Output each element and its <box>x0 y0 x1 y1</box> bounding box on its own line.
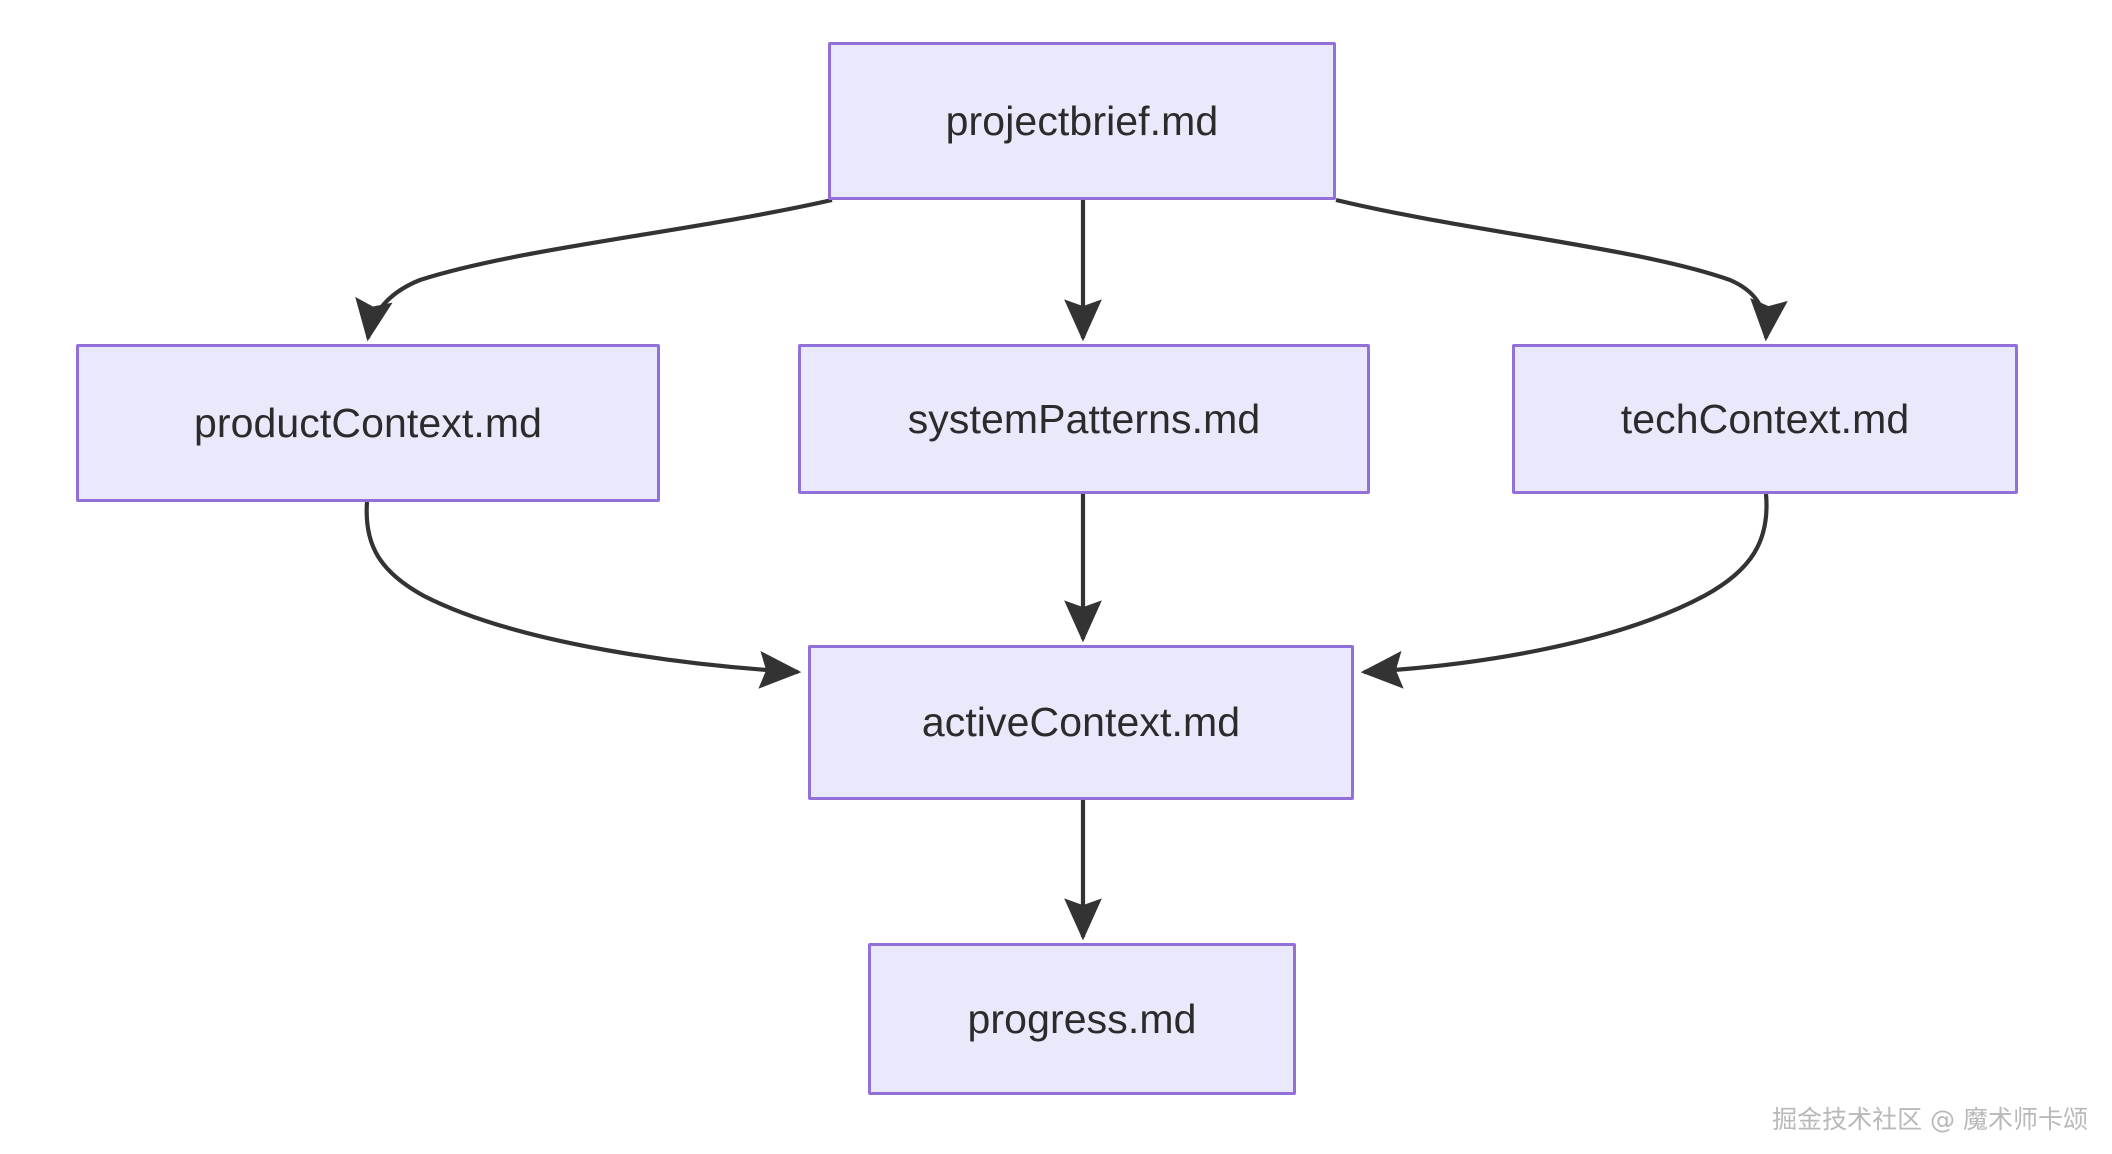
edge-projectbrief-productcontext <box>355 197 833 342</box>
node-label-techcontext: techContext.md <box>1620 395 1910 442</box>
node-label-activecontext: activeContext.md <box>921 699 1241 745</box>
edge-projectbrief-techcontext <box>1335 197 1788 342</box>
node-techcontext[interactable]: techContext.md <box>1512 344 2018 494</box>
node-activecontext[interactable]: activeContext.md <box>808 645 1354 800</box>
node-label-productcontext: productContext.md <box>193 399 543 446</box>
node-label-systempatterns: systemPatterns.md <box>907 395 1261 442</box>
node-progress[interactable]: progress.md <box>868 943 1296 1095</box>
node-label-progress: progress.md <box>967 995 1197 1042</box>
node-label-projectbrief: projectbrief.md <box>945 97 1219 144</box>
edge-techcontext-activecontext <box>1360 493 1769 689</box>
node-productcontext[interactable]: productContext.md <box>76 344 660 502</box>
edge-productcontext-activecontext <box>364 501 802 689</box>
node-systempatterns[interactable]: systemPatterns.md <box>798 344 1370 494</box>
watermark: 掘金技术社区 @ 魔术师卡颂 <box>1772 1105 2088 1134</box>
node-projectbrief[interactable]: projectbrief.md <box>828 42 1336 200</box>
